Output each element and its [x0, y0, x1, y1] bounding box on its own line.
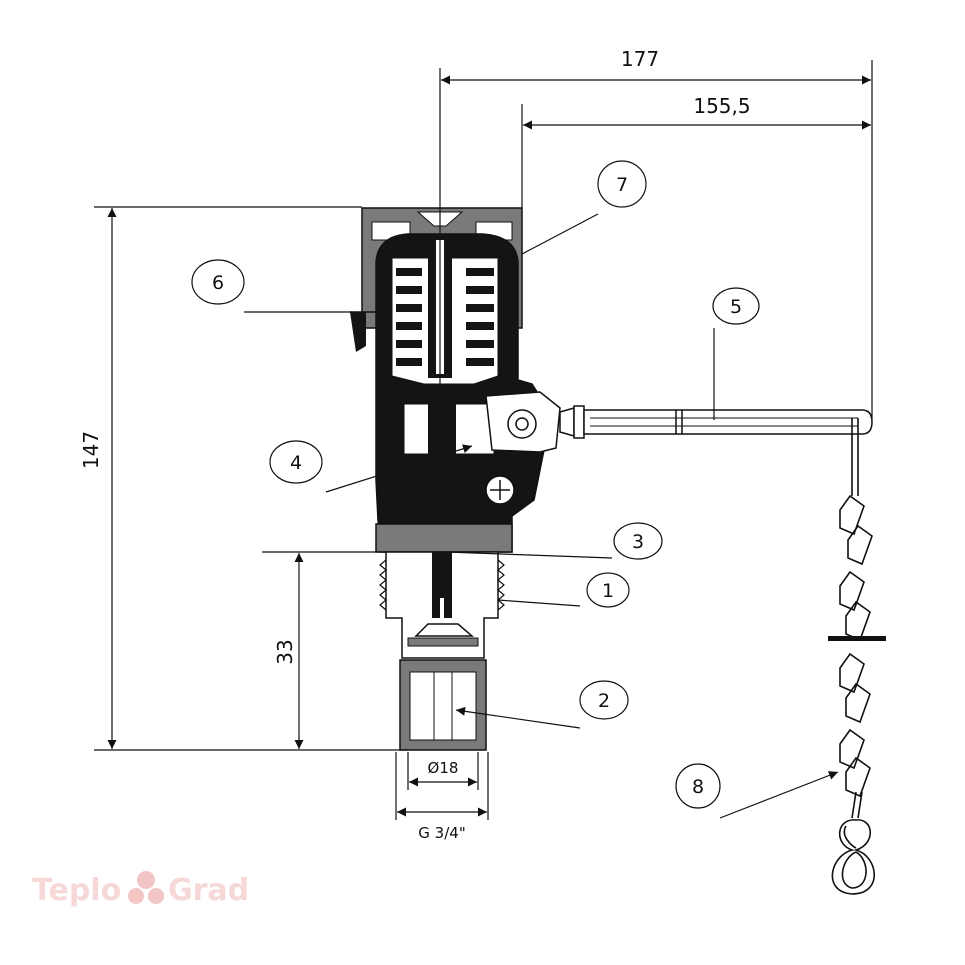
callout-3: 3 [445, 522, 663, 560]
callout-6: 6 [191, 259, 352, 313]
svg-text:6: 6 [212, 272, 224, 294]
dim-thread-size: G 3/4" [418, 824, 465, 842]
svg-text:5: 5 [730, 296, 742, 318]
chain-break-mark [828, 636, 886, 641]
dim-thread-length: 33 [273, 639, 297, 664]
chain-link [845, 682, 871, 724]
chain-link [845, 600, 871, 642]
svg-text:2: 2 [598, 690, 610, 712]
svg-text:4: 4 [290, 452, 302, 474]
chain [831, 418, 876, 895]
watermark-logo: Teplo Grad [32, 871, 249, 908]
dim-overall-height: 147 [79, 431, 103, 469]
chain-link [839, 494, 865, 536]
spring-left [396, 268, 422, 366]
spring-right [466, 268, 494, 366]
watermark-flame-icon [128, 871, 164, 904]
chain-link [839, 570, 865, 612]
chain-link [847, 524, 873, 566]
lever-handle [559, 405, 873, 439]
callout-1: 1 [497, 572, 630, 608]
svg-text:3: 3 [632, 531, 644, 553]
callouts: 1 2 3 4 5 6 [191, 160, 839, 819]
chain-ring [831, 819, 876, 895]
dim-overall-width: 177 [621, 47, 659, 71]
svg-text:7: 7 [616, 174, 628, 196]
lever-joint [485, 391, 561, 505]
svg-text:1: 1 [602, 580, 614, 602]
chain-link [839, 652, 865, 694]
callout-4: 4 [269, 440, 473, 493]
chain-link [839, 728, 865, 770]
dimension-lines [94, 60, 873, 820]
callout-7: 7 [521, 160, 647, 255]
valve-body [350, 207, 561, 751]
callout-2: 2 [455, 680, 629, 729]
callout-5: 5 [712, 287, 760, 420]
chain-link [845, 756, 871, 798]
dim-inner-diameter: Ø18 [428, 759, 459, 777]
dim-handle-width: 155,5 [693, 94, 750, 118]
callout-8: 8 [675, 763, 839, 819]
svg-text:Teplo: Teplo [32, 873, 121, 908]
svg-text:Grad: Grad [168, 873, 249, 908]
svg-text:8: 8 [692, 776, 704, 798]
